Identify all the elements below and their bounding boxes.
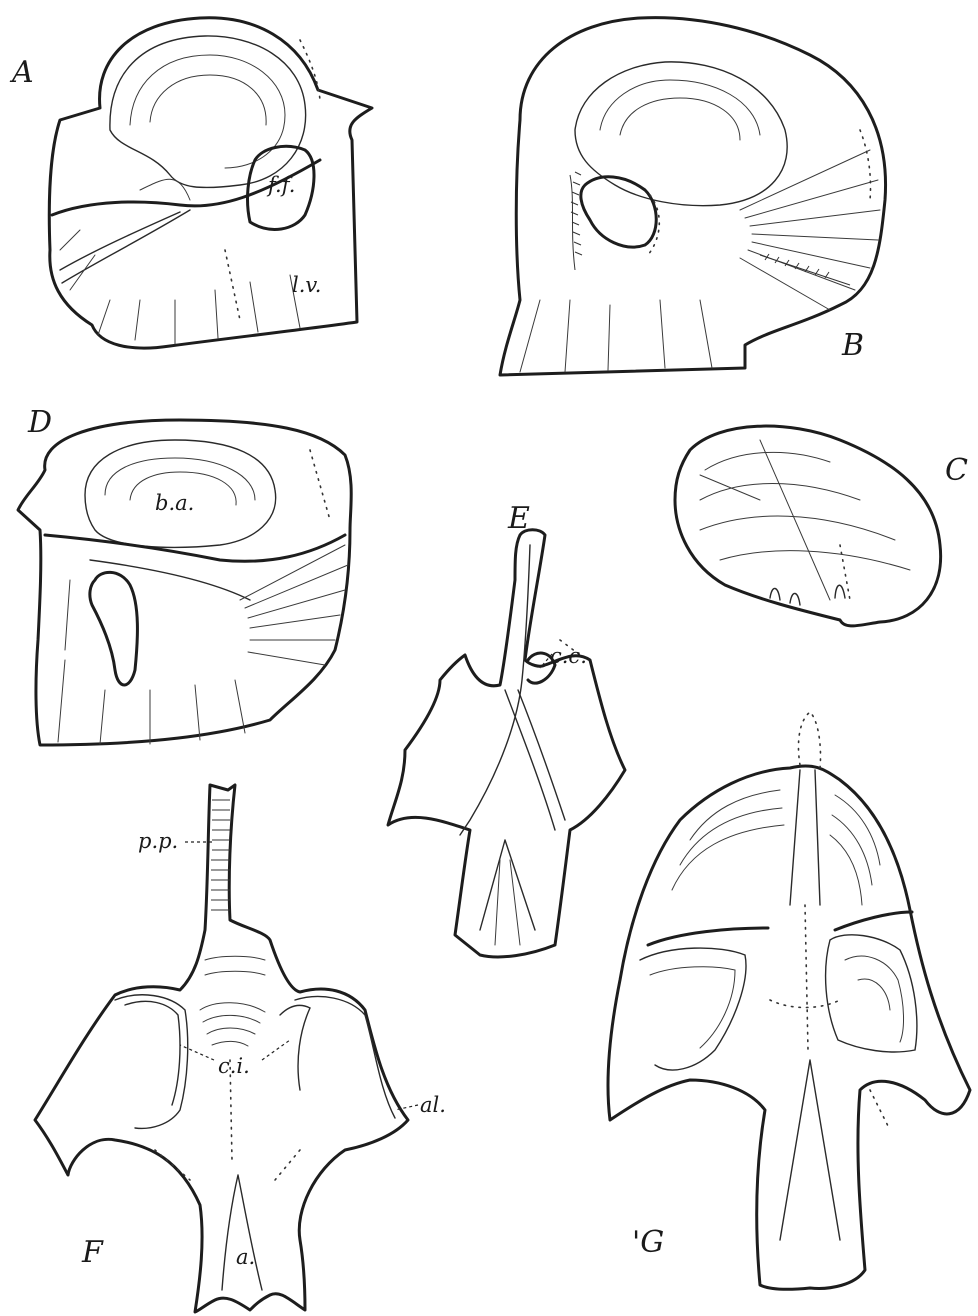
label-al: al. [420,1093,446,1117]
label-a: a. [236,1245,255,1269]
panel-g-left-fossa [640,948,746,1070]
panel-a [49,18,372,348]
panel-g-right-fossa [826,935,917,1052]
panel-g-bar-right [835,912,912,930]
panel-a-fossa-ring [130,55,285,168]
panel-label-g: 'G [632,1225,664,1260]
panel-f-outline [35,785,408,1312]
panel-label-c: C [945,453,968,488]
panel-d-striae [58,580,245,744]
label-cc: c.c. [550,644,587,668]
panel-a-fossa [110,36,306,188]
panel-g-tip [798,712,820,768]
panel-b-striae [520,300,712,372]
panel-b-serration [570,172,582,270]
panel-a-striae [60,230,300,344]
panel-label-f: F [81,1235,104,1270]
panel-d-fan [240,545,348,665]
label-ci: c.i. [218,1054,250,1078]
panel-f-process-striae [211,800,230,910]
annotation-labels: f.f. l.v. b.a. c.c. p.p. c.i. al. a. [138,173,587,1269]
panel-f-right-ala [295,996,395,1118]
panel-d-ridge [45,535,345,561]
panel-label-a: A [9,55,34,90]
panel-b-fossa [575,62,787,206]
panel-d [18,420,351,745]
panel-g-median-notch [780,1060,840,1240]
panel-g [608,712,970,1289]
label-ff: f.f. [266,173,295,197]
panel-f [35,785,408,1312]
label-ba: b.a. [155,491,194,515]
panel-f-arcs [200,956,265,1046]
panel-label-b: B [841,328,864,363]
label-lv: l.v. [292,273,321,297]
panel-label-d: D [27,405,52,440]
panel-label-e: E [507,501,530,536]
panel-a-outline [49,18,372,348]
panel-d-foramen [90,572,138,685]
panel-b-fan [740,150,880,310]
panel-g-bar-left [648,928,768,945]
panel-b-outline [500,18,886,375]
panel-e [388,530,625,957]
panel-c [675,426,941,626]
panel-d-outline [18,420,351,745]
label-pp: p.p. [138,829,178,853]
panel-g-arcs [672,790,880,905]
panel-e-rod [460,545,530,835]
panel-f-median-notch [222,1175,262,1290]
panel-f-left-ala [115,995,188,1129]
panel-g-outline [608,766,970,1289]
panel-b [500,18,886,375]
panel-c-notches [770,585,845,605]
